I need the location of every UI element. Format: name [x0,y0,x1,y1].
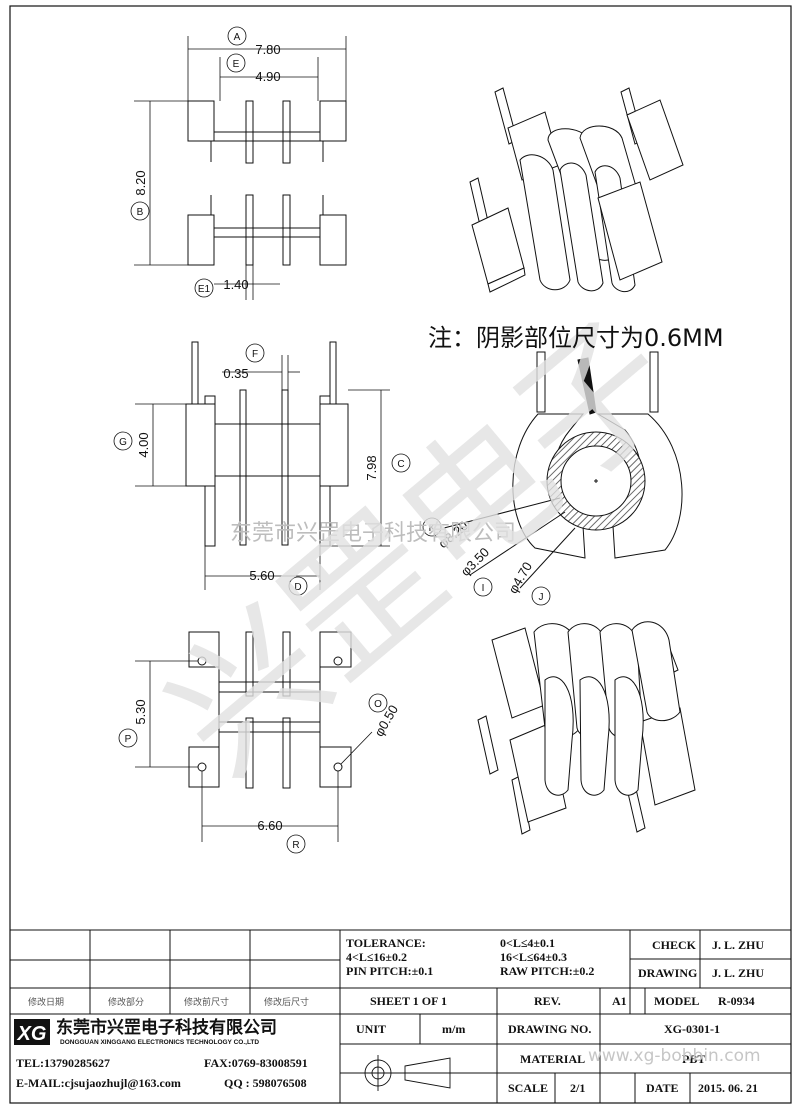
label-e1: E1 [198,284,211,295]
side-view-dimensions [135,355,390,590]
side-view [185,341,349,547]
unit-label: UNIT [356,1022,387,1036]
tolerance-2: 4<L≤16±0.2 [346,950,408,964]
check-value: J. L. ZHU [712,938,765,952]
model-value: R-0934 [718,994,755,1008]
label-p: P [125,734,132,745]
rev-value: A1 [612,994,627,1008]
label-a: A [234,32,241,43]
dim-a-value: 7.80 [255,42,280,57]
dim-f-value: 0.35 [223,366,248,381]
scale-label: SCALE [508,1081,549,1095]
label-f: F [252,349,258,360]
contact-qq: QQ : 598076508 [224,1076,307,1090]
label-c: C [397,459,404,470]
isometric-top [469,87,684,293]
company-name-en: DONGGUAN XINGGANG ELECTRONICS TECHNOLOGY… [60,1039,260,1046]
tolerance-label: TOLERANCE: [346,936,426,950]
label-g: G [119,437,127,448]
rev-label: REV. [534,994,561,1008]
shading-note: 注：阴影部位尺寸为0.6MM [428,324,724,352]
dim-g-value: 4.00 [136,432,151,457]
isometric-bottom [477,621,696,835]
dim-b-value: 8.20 [133,170,148,195]
dim-e-value: 4.90 [255,69,280,84]
top-view [187,100,347,266]
tolerance-3: 16<L≤64±0.3 [500,950,568,964]
label-b: B [137,207,144,218]
contact-email: E-MAIL:cjsujaozhujl@163.com [16,1076,181,1090]
dim-p-value: 5.30 [133,699,148,724]
bottom-view-dimensions [135,660,373,842]
pin-pitch: PIN PITCH:±0.1 [346,964,434,978]
raw-pitch: RAW PITCH:±0.2 [500,964,595,978]
dim-r-value: 6.60 [257,818,282,833]
label-r: R [292,840,299,851]
rev-header-after: 修改后尺寸 [264,997,310,1007]
company-name-cn: 东莞市兴罡电子科技有限公司 [56,1018,277,1038]
rev-header-before: 修改前尺寸 [184,997,230,1007]
watermark-url: www.xg-bobbin.com [588,1046,761,1066]
label-o: O [374,699,382,710]
contact-fax: FAX:0769-83008591 [204,1056,308,1070]
label-e: E [233,59,240,70]
watermark-company: 东莞市兴罡电子科技有限公司 [230,521,516,546]
company-logo: XG [14,1019,50,1045]
date-label: DATE [646,1081,679,1095]
dim-e1-value: 1.40 [223,277,248,292]
drawing-label: DRAWING [638,966,698,980]
label-j: J [539,592,544,603]
label-k: K [429,523,436,534]
cross-section [443,351,683,589]
check-label: CHECK [652,938,697,952]
sheet-number: SHEET 1 OF 1 [370,994,448,1008]
material-value: PBT [682,1052,706,1066]
unit-value: m/m [442,1022,466,1036]
material-label: MATERIAL [520,1052,586,1066]
tolerance-1: 0<L≤4±0.1 [500,936,556,950]
dim-d-value: 5.60 [249,568,274,583]
drawing-no-label: DRAWING NO. [508,1022,592,1036]
label-i: I [482,583,485,594]
title-block-grid [9,929,792,1104]
model-label: MODEL [654,994,700,1008]
svg-text:XG: XG [17,1023,47,1045]
scale-value: 2/1 [570,1081,586,1095]
label-d: D [294,582,301,593]
projection-symbol [360,1055,451,1091]
drawing-value: J. L. ZHU [712,966,765,980]
rev-header-part: 修改部分 [108,997,145,1007]
dim-c-value: 7.98 [364,455,379,480]
rev-header-date: 修改日期 [28,997,65,1007]
date-value: 2015. 06. 21 [698,1081,758,1095]
top-view-dimensions [134,36,347,300]
drawing-no-value: XG-0301-1 [664,1022,720,1036]
contact-tel: TEL:13790285627 [16,1056,111,1070]
